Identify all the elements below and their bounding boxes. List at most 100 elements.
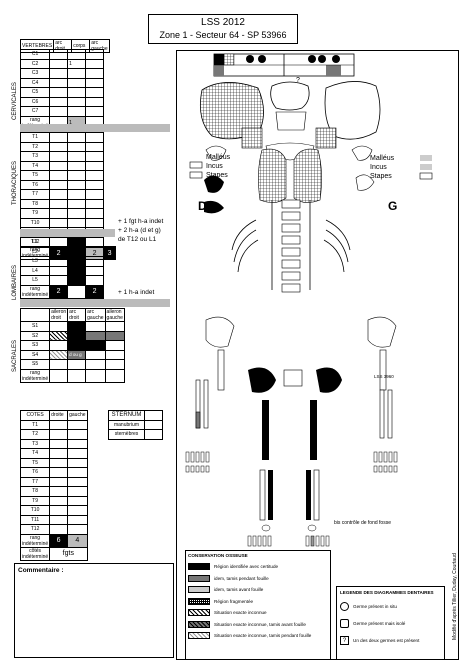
- vertebra-row: L3: [21, 257, 104, 267]
- vertebra-label: L1: [21, 238, 50, 248]
- side-left-label: G: [388, 199, 397, 213]
- dental-legend-title: LEGENDE DES DIAGRAMMES DENTAIRES: [340, 590, 441, 595]
- sternum-label: sternèbres: [109, 430, 145, 440]
- sacral-row: S1: [21, 322, 125, 332]
- rib-cell: [68, 458, 87, 468]
- sternum-table: STERNUMmanubriumsternèbres: [108, 410, 163, 440]
- sacral-label: S4: [21, 350, 50, 360]
- vertebra-row: T8: [21, 199, 116, 209]
- ribs-col-right: droite: [50, 411, 68, 421]
- rib-label: T6: [21, 468, 50, 478]
- vertebra-row: T2: [21, 142, 116, 152]
- thoracic-label: THORACIQUES: [12, 161, 18, 205]
- leg-left: [306, 470, 319, 520]
- thoracic-note1: + 1 fgt h-a indet: [118, 218, 163, 225]
- swatch-light-grey: [188, 586, 210, 593]
- rib-label: T5: [21, 458, 50, 468]
- vertebra-label: C7: [21, 107, 50, 117]
- rib-cell: [50, 515, 68, 525]
- vertebra-row: T5: [21, 171, 116, 181]
- vertebra-cell: [68, 266, 86, 276]
- vertebra-cell: [86, 238, 104, 248]
- sternum-label: manubrium: [109, 420, 145, 430]
- germ-uncertain-icon: ?: [340, 636, 349, 645]
- sacral-cell: [86, 331, 105, 341]
- vertebra-row: C7: [21, 107, 104, 117]
- vertebra-cell: [50, 78, 68, 88]
- sacral-cell: [50, 322, 68, 332]
- sacral-label: S5: [21, 360, 50, 370]
- vertebra-cell: [68, 97, 86, 107]
- zygomatic-left: [352, 146, 372, 160]
- vertebra-cell: [86, 133, 104, 143]
- rib-cell: [50, 439, 68, 449]
- sacral-row: S3: [21, 341, 125, 351]
- legend-row: Situation exacte inconnue, tamis avant f…: [188, 619, 328, 631]
- cervical-label: CERVICALES: [12, 82, 18, 120]
- legend-item: idem, tamis pendant fouille: [214, 576, 269, 581]
- vertebra-row: L1: [21, 238, 104, 248]
- incus-label-right: Incus: [206, 163, 223, 170]
- rank-cell: [68, 369, 86, 382]
- germ-isolated-icon: [340, 619, 349, 628]
- rib-row: T5: [21, 458, 88, 468]
- comment-label: Commentaire :: [18, 567, 64, 574]
- humerus-left: [380, 350, 386, 390]
- vertebra-cell: [50, 142, 68, 152]
- germ-in-situ-icon: [340, 602, 349, 611]
- rib-cell: [50, 468, 68, 478]
- sacral-label: S1: [21, 322, 50, 332]
- vertebra-label: C3: [21, 69, 50, 79]
- sacral-cell: [50, 341, 68, 351]
- hand-left: [374, 452, 397, 472]
- annotation-fond-fosse: bis contrôle de fond fosse: [334, 520, 391, 526]
- rib-cell: [68, 468, 87, 478]
- vertebra-row: C5: [21, 88, 104, 98]
- comment-box[interactable]: Commentaire :: [14, 563, 174, 658]
- rank-cell: [50, 369, 68, 382]
- vertebra-label: L2: [21, 247, 50, 257]
- forearm-left: [380, 390, 392, 438]
- malleus-label-left: Malléus: [370, 155, 395, 162]
- clavicle-frag-right: [204, 201, 224, 213]
- swatch-hatch-light: [188, 632, 210, 639]
- sternum-cell: [145, 411, 163, 421]
- rib-cell: [50, 420, 68, 430]
- legend-title: CONSERVATION OSSEUSE: [188, 553, 328, 558]
- vertebra-cell: [50, 247, 68, 257]
- vertebra-cell: [50, 257, 68, 267]
- vertebra-cell: [68, 69, 86, 79]
- vertebra-cell: [50, 190, 68, 200]
- vertebra-cell: [86, 161, 104, 171]
- sacral-header-blank: [21, 309, 50, 322]
- rib-cell: [68, 430, 87, 440]
- rib-cell: [50, 506, 68, 516]
- vertebra-cell: [68, 152, 86, 162]
- vertebra-cell: 1: [68, 59, 86, 69]
- vertebra-cell: [50, 133, 68, 143]
- vertebra-cell: [86, 59, 104, 69]
- swatch-grey: [188, 575, 210, 582]
- rib-row: T7: [21, 477, 88, 487]
- thoracic-separator: [20, 229, 115, 237]
- legend-item: Région fragmentée: [214, 599, 253, 604]
- legend-row: Région fragmentée: [188, 596, 328, 608]
- rank-cell: [86, 369, 105, 382]
- rib-label: T3: [21, 439, 50, 449]
- vertebra-label: C4: [21, 78, 50, 88]
- sacral-cell: [86, 350, 105, 360]
- sacral-header: arc droit: [68, 309, 86, 322]
- swatch-grid: [188, 598, 210, 605]
- vertebra-row: C6: [21, 97, 104, 107]
- foot-right: [248, 525, 271, 546]
- rank-label: rang indéterminé: [21, 534, 50, 547]
- sacral-cell: [105, 341, 124, 351]
- vertebra-cell: [86, 218, 104, 228]
- rib-cell: [50, 430, 68, 440]
- stapes-label-left: Stapes: [370, 173, 392, 180]
- rib-cell: [50, 449, 68, 459]
- sternum-cell: [145, 420, 163, 430]
